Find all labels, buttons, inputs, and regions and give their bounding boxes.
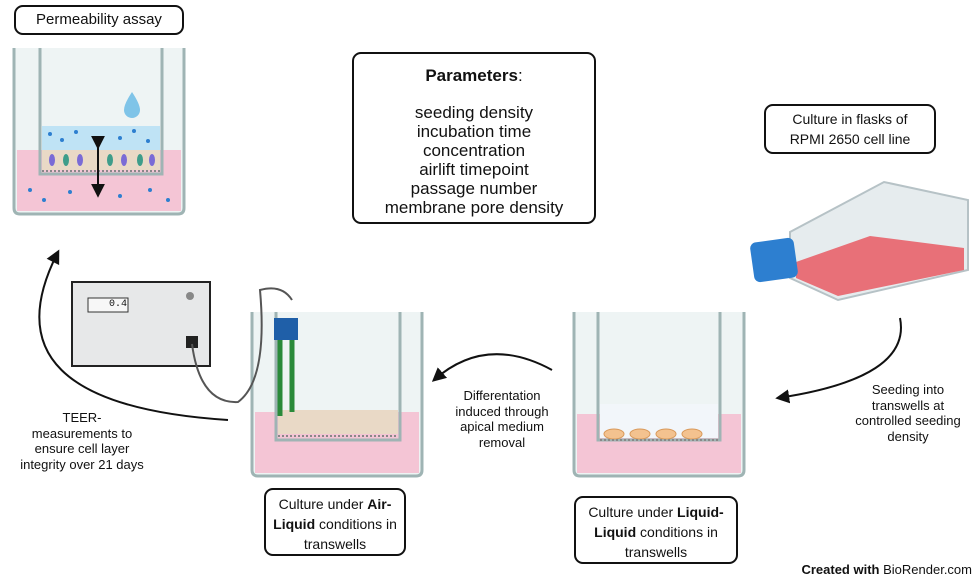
teer-label-line: measurements to bbox=[31, 425, 133, 441]
teer-label: TEER- measurements to ensure cell layer … bbox=[2, 410, 162, 472]
teer-meter-value: 0.4 bbox=[108, 299, 127, 310]
teer-arrow bbox=[38, 249, 229, 421]
apical-medium bbox=[42, 126, 160, 150]
lli-label-bold: Liquid bbox=[594, 524, 637, 540]
parameter-item: airlift timepoint bbox=[419, 160, 529, 179]
differentiation-label-line: removal bbox=[478, 434, 526, 450]
culture-flask bbox=[750, 180, 969, 302]
parameter-item: membrane pore density bbox=[384, 198, 564, 217]
differentiation-label-line: Differentation bbox=[463, 388, 541, 403]
flask-cap bbox=[750, 237, 798, 283]
ali-label-box: Culture under Air- Liquid conditions in … bbox=[264, 488, 406, 556]
lli-label-box: Culture under Liquid- Liquid conditions … bbox=[574, 496, 738, 564]
credit-line: Created with BioRender.com bbox=[801, 562, 972, 577]
differentiation-label: Differentation induced through apical me… bbox=[440, 388, 564, 450]
parameter-item: incubation time bbox=[416, 122, 532, 141]
seeding-label-line: Seeding into bbox=[871, 382, 945, 397]
parameters-colon: : bbox=[517, 66, 523, 85]
teer-label-line: TEER- bbox=[62, 410, 102, 425]
electrode-head bbox=[274, 318, 298, 340]
teer-meter-display: 0.4 bbox=[89, 299, 127, 311]
differentiation-label-line: induced through bbox=[455, 403, 549, 419]
parameter-item: concentration bbox=[422, 141, 526, 160]
electrode-cable bbox=[191, 287, 293, 404]
teer-meter bbox=[71, 281, 211, 367]
lli-label-text: conditions in bbox=[636, 524, 718, 540]
seeding-label: Seeding into transwells at controlled se… bbox=[838, 382, 978, 444]
parameter-item: seeding density bbox=[414, 103, 534, 122]
parameters-box: Parameters: seeding density incubation t… bbox=[352, 52, 596, 224]
lli-transwell bbox=[572, 312, 746, 478]
permeability-title-box: Permeability assay bbox=[14, 5, 184, 35]
seeding-arrow bbox=[775, 317, 902, 404]
permeability-transwell bbox=[12, 48, 186, 216]
seeding-label-line: density bbox=[887, 428, 929, 444]
credit-prefix: Created with bbox=[801, 562, 880, 577]
differentiation-label-line: apical medium bbox=[460, 419, 544, 435]
parameters-heading: Parameters bbox=[425, 66, 518, 85]
ali-label-text: transwells bbox=[303, 536, 367, 552]
seeding-label-line: controlled seeding bbox=[855, 413, 961, 429]
lli-label-bold: Liquid- bbox=[677, 504, 724, 520]
ali-label-text: conditions in bbox=[315, 516, 397, 532]
seeding-label-line: transwells at bbox=[871, 397, 945, 413]
teer-label-line: integrity over 21 days bbox=[20, 456, 144, 472]
flask-label-line: RPMI 2650 cell line bbox=[789, 131, 911, 147]
parameter-item: passage number bbox=[410, 179, 538, 198]
permeability-title: Permeability assay bbox=[36, 11, 162, 28]
differentiation-arrow bbox=[431, 353, 553, 382]
ali-label-bold: Liquid bbox=[273, 516, 316, 532]
lli-label-text: transwells bbox=[624, 544, 688, 560]
flask-label-box: Culture in flasks of RPMI 2650 cell line bbox=[764, 104, 936, 154]
flask-label-line: Culture in flasks of bbox=[792, 111, 908, 127]
credit-brand: BioRender.com bbox=[883, 562, 972, 577]
ali-label-bold: Air- bbox=[367, 496, 392, 512]
lli-label-text: Culture under bbox=[588, 504, 678, 520]
teer-label-line: ensure cell layer bbox=[34, 441, 130, 457]
ali-label-text: Culture under bbox=[278, 496, 368, 512]
droplet-icon bbox=[124, 92, 140, 118]
